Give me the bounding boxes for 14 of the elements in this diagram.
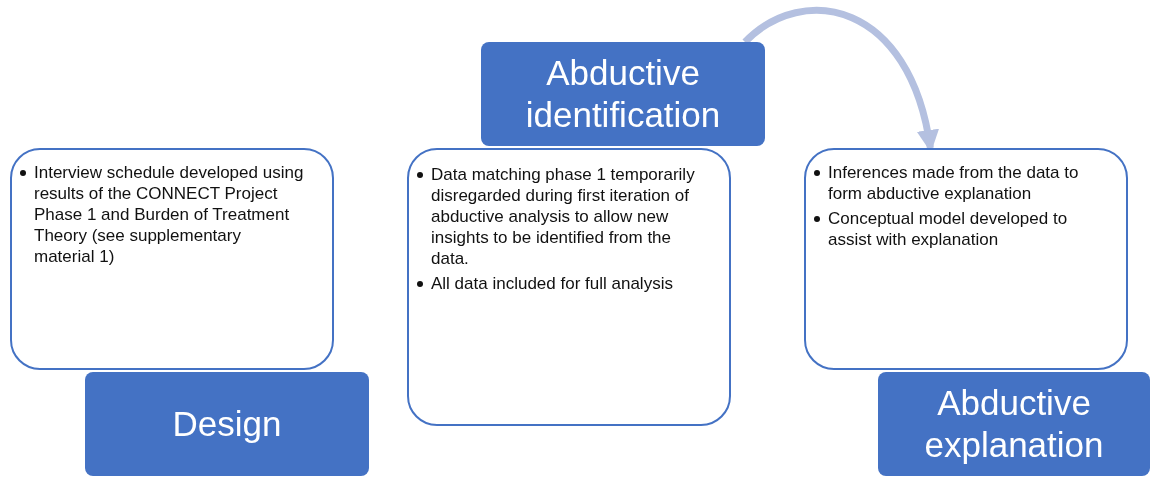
step-heading-box — [85, 372, 369, 476]
step-title: Abductive explanation — [923, 382, 1105, 466]
step-title: Design — [172, 403, 282, 445]
step-panel — [407, 148, 731, 426]
step-title: Abductive identification — [524, 52, 722, 136]
bullet-text: All data included for full analysis — [431, 274, 673, 293]
bullet-text: Data matching phase 1 temporarily disregarded during first iteration of abductive analysis to allow new insights to be identified from the data. — [431, 165, 695, 268]
bullet-text: Inferences made from the data to form abductive explanation — [828, 163, 1079, 203]
step-heading-box — [878, 372, 1150, 476]
step-heading-box — [481, 42, 765, 146]
bullet-text: Interview schedule developed using results of the CONNECT Project Phase 1 and Burden of Treatment Theory (see supplementary material 1) — [34, 163, 304, 266]
step-panel — [804, 148, 1128, 370]
step-panel — [10, 148, 334, 370]
bullet-text: Conceptual model developed to assist with explanation — [828, 209, 1068, 249]
